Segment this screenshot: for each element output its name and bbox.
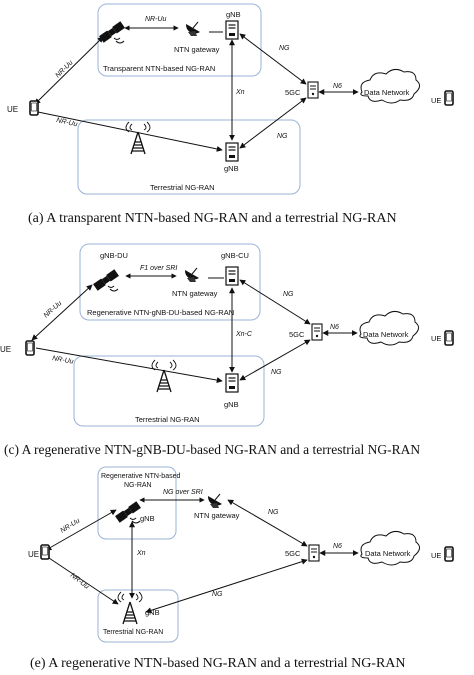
gateway-dish-icon [207,493,223,509]
panel-e: Regenerative NTN-based NG-RAN NG over SR… [28,466,454,643]
data-network-cloud [359,310,419,346]
gnb-5gc-link-bottom [239,97,307,149]
n6-label: N6 [330,324,339,331]
data-network-cloud [360,530,420,566]
nr-uu-sat-label: NR-Uu [145,16,166,23]
panel-c: gNB-DU F1 over SRI gNB-CU NTN gateway Re… [0,243,454,427]
gnb-bottom-icon [225,142,239,162]
ue-right-label: UE [431,96,441,105]
5gc-server-icon [308,544,320,562]
gnb-du-label: gNB-DU [100,251,128,260]
xn-label: Xn [136,550,146,557]
data-network-cloud [360,68,420,104]
ue-terrestrial-gnb-link [37,111,223,152]
ue-phone-icon [40,544,50,560]
gnb-5gc-link-top [239,279,311,325]
ntn-gateway-label: NTN gateway [194,511,240,520]
gnb-cu-label: gNB-CU [221,251,249,260]
cell-tower-icon [151,359,177,393]
data-network-label: Data Network [363,330,409,339]
gnb-cu-icon [225,266,239,286]
ue-satellite-link [34,36,104,105]
ng-top-label: NG [279,45,290,52]
regenerative-ntn-region [97,466,177,540]
regenerative-region-label-1: Regenerative NTN-based [101,473,180,480]
ue-right-phone-icon [444,330,454,346]
ue-terrestrial-gnb-link [35,347,223,384]
terrestrial-ng-ran-region [77,119,301,195]
nr-uu-ue-sat-label: NR-Uu [54,59,74,79]
nr-uu-ue-sat-label: NR-Uu [43,300,64,320]
f1-over-sri-label: F1 over SRI [140,265,177,272]
gateway-5gc-link [227,499,308,547]
nr-uu-ue-gnb-label: NR-Uu [69,572,90,591]
ue-right-phone-icon [444,546,454,562]
5gc-label: 5GC [285,549,301,558]
5gc-label: 5GC [285,88,301,97]
terrestrial-region-label: Terrestrial NG-RAN [103,629,163,636]
xn-label: Xn [235,89,245,96]
ue-satellite-link [45,509,117,551]
ue-label: UE [0,345,11,354]
gnb-5gc-link-top [239,33,307,85]
caption-c: (c) A regenerative NTN-gNB-DU-based NG-R… [4,442,421,457]
gnb-bottom-label: gNB [224,400,239,409]
nr-uu-ue-gnb-label: NR-Uu [52,355,74,366]
gateway-dish-icon [184,267,200,283]
ng-top-label: NG [283,291,294,298]
regenerative-region-label-2: NG-RAN [124,482,152,489]
ue-terrestrial-gnb-link [45,555,119,605]
gnb-5gc-link-bottom [239,339,311,381]
cell-tower-icon [125,121,151,155]
ue-satellite-link [31,284,93,341]
n6-label: N6 [333,83,342,90]
ue-right-label: UE [431,334,441,343]
gnb-bottom-icon [225,373,239,393]
ue-phone-icon [29,100,39,116]
gnb-bottom-label: gNB [145,608,160,617]
terrestrial-region-label: Terrestrial NG-RAN [150,183,215,192]
gnb-5gc-link [145,558,308,614]
transparent-region-label: Transparent NTN-based NG-RAN [103,64,215,73]
satellite-icon [114,500,142,524]
terrestrial-ng-ran-region [97,589,179,643]
ng-over-sri-label: NG over SRI [163,489,203,496]
gnb-top-label: gNB [226,10,241,19]
ntn-gateway-label: NTN gateway [174,45,220,54]
ng-bottom-label: NG [271,369,282,376]
5gc-label: 5GC [289,330,305,339]
cell-tower-icon [117,591,143,625]
n6-label: N6 [333,543,342,550]
regenerative-region-label: Regenerative NTN-gNB-DU-based NG-RAN [87,308,234,317]
5gc-server-icon [307,81,319,99]
terrestrial-region-label: Terrestrial NG-RAN [135,415,200,424]
ue-label: UE [7,105,18,114]
satellite-icon [92,268,120,292]
ng-top-label: NG [268,509,279,516]
ng-bottom-label: NG [277,133,288,140]
ue-phone-icon [25,340,35,356]
gnb-top-icon [225,20,239,40]
gateway-dish-icon [185,21,201,37]
data-network-label: Data Network [365,549,411,558]
ng-bottom-label: NG [212,591,223,598]
5gc-server-icon [311,323,323,341]
ue-label: UE [28,550,39,559]
gnb-sat-label: gNB [140,514,155,523]
ue-right-phone-icon [444,90,454,106]
xn-c-label: Xn-C [235,331,253,338]
ntn-gateway-label: NTN gateway [172,289,218,298]
caption-a: (a) A transparent NTN-based NG-RAN and a… [28,211,397,226]
gnb-bottom-label: gNB [224,164,239,173]
panel-a: NR-Uu NTN gateway gNB Transparent NTN-ba… [7,3,454,195]
caption-e: (e) A regenerative NTN-based NG-RAN and … [30,656,406,671]
satellite-icon [98,20,126,44]
nr-uu-ue-gnb-label: NR-Uu [56,117,78,128]
terrestrial-ng-ran-region [73,355,265,427]
data-network-label: Data Network [364,88,410,97]
ue-right-label: UE [431,551,441,560]
